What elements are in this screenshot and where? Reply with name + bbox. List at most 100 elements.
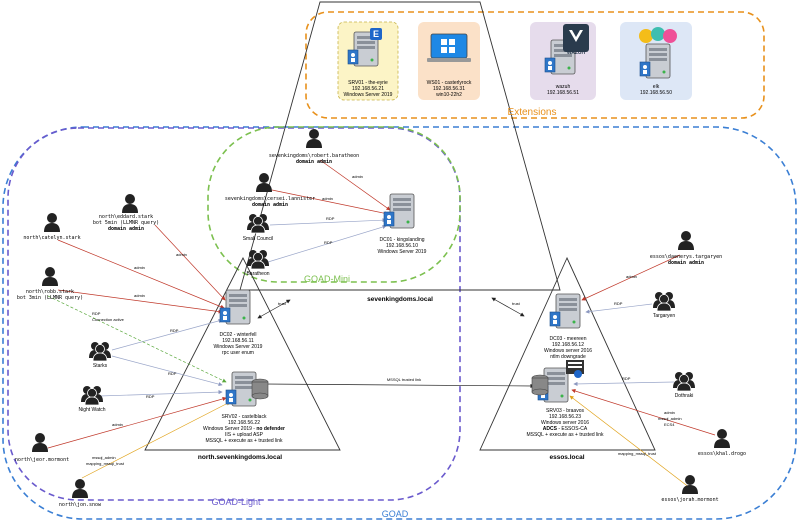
ws01-line1: WS01 - casterlyrock [427,80,472,86]
srv02-line2: 192.168.56.22 [228,420,260,426]
edge-mssql-trusted-link [263,381,535,389]
srv02-line3: Windows Server 2019 - no defender [203,426,285,432]
dc02-line4: rpc user enum [222,350,254,356]
srv01-line1: SRV01 - the-eyrie [348,80,388,86]
edge-label-jon-mapping: mapping_mssql_trust [86,461,125,466]
dc02-line1: DC02 - winterfell [220,332,257,338]
eddard-user-icon [122,194,138,213]
extensions-title: Extensions [508,107,557,118]
edge-catelyn-dc02 [57,239,225,309]
dc03-line3: Windows server 2016 [544,348,592,354]
jeor-name: north\jeor.mormont [15,457,69,463]
dothraki-label: Dothraki [675,393,694,399]
daenerys-user-icon [678,231,694,250]
dc03-line4: ntlm downgrade [550,354,586,360]
robb-user-icon [42,267,58,286]
jeor-user-icon [32,433,48,452]
cersei-name: sevenkingdoms\cersei.lannister [225,196,315,202]
edge-label-dothraki-rdp: RDP [622,376,631,381]
dc03-line2: 192.168.56.12 [552,342,584,348]
svg-text:E: E [373,29,379,39]
srv03-line3: Windows server 2016 [541,420,589,426]
edge-trust-sk-north [257,299,291,319]
srv02-server-icon [225,371,269,407]
srv03-line5: MSSQL + execute as + trusted link [526,432,604,438]
edge-jeor-srv02 [47,396,227,449]
dc02-line2: 192.168.56.11 [222,338,254,344]
elk-line2: 192.168.56.50 [640,90,672,96]
khal-user-icon [714,429,730,448]
goad-label: GOAD [382,509,409,519]
small-council-group-icon [246,213,270,234]
edge-label-smallcouncil-rdp: RDP [326,216,335,221]
daenerys-name: essos\daenerys.targaryen [650,254,722,260]
ws01-line3: win10-22h2 [436,92,462,98]
night-watch-label: Night Watch [78,407,105,413]
edge-label-robert-admin: admin [352,174,363,179]
edge-dothraki-srv03 [573,381,675,387]
goad-mini-zone-border [207,126,461,283]
edge-label-targaryen-rdp: RDP [614,301,623,306]
robb-name: north\robb.stark [26,289,74,295]
edge-robb-dc02 [57,289,223,314]
dc01-line3: Windows Server 2019 [378,249,427,255]
srv02-line5: MSSQL + execute as + trusted link [205,438,283,444]
khal-name: essos\khal.drogo [698,451,746,457]
cersei-role: domain admin [252,202,288,208]
srv03-line4: ADCS - ESSOS-CA [543,426,588,432]
srv03-line1: SRV03 - braavos [546,408,584,414]
baratheon-group-icon [246,249,270,270]
edge-label-cersei-admin: admin [322,196,333,201]
goad-light-label: GOAD-Light [211,497,261,507]
edge-khal-srv03 [571,389,716,436]
edge-baratheon-dc01 [267,225,387,263]
edge-label-trust-north: trust [278,301,287,306]
edge-label-robb-rdp: RDP [92,311,101,316]
dc01-server-icon [383,193,415,229]
edge-label-robb-admin: admin [134,293,145,298]
edge-jorah-srv03 [569,395,691,489]
edge-eddard-dc02 [154,224,226,301]
essos-domain-label: essos.local [549,454,584,461]
daenerys-role: domain admin [668,260,704,266]
edge-label-trust-essos: trust [512,301,521,306]
robb-line2: bot 3min (LLMNR query) [17,295,83,301]
ws01-line2: 192.168.56.31 [433,86,465,92]
jorah-name: essos\jorah.mormont [661,497,718,503]
dc02-line3: Windows Server 2019 [214,344,263,350]
srv02-line4: IIS + upload ASP [225,432,264,438]
catelyn-user-icon [44,213,60,232]
targaryen-label: Targaryen [653,313,675,319]
edge-label-jon-mssql-admin: mssql_admin [92,455,116,460]
srv03-line4b: - ESSOS-CA [557,426,588,432]
srv02-line1: SRV02 - castelblack [222,414,267,420]
dothraki-group-icon [672,371,696,392]
wazuh-server-icon [544,24,589,75]
dc03-line1: DC03 - meereen [550,336,587,342]
eddard-name: north\eddard.stark [99,214,153,220]
srv03-line4a: ADCS [543,426,558,432]
baratheon-label: Baratheon [246,271,269,277]
srv03-server-icon [531,360,584,403]
dc03-server-icon [549,293,581,329]
sevenkingdoms-domain-label: sevenkingdoms.local [367,296,433,303]
wazuh-logo-text: WAZUH [567,50,586,56]
edge-cersei-dc01 [271,189,389,216]
edge-label-khal-ecs: ECS4 [664,422,675,427]
small-council-label: Small Council [243,236,274,242]
eddard-line2: bot 5min (LLMNR query) [93,220,159,226]
edge-label-starks-rdp-dc02: RDP [170,328,179,333]
srv01-server-icon: E [347,28,382,67]
edge-label-jeor-admin: admin [112,422,123,427]
goad-light-zone-border [7,127,461,501]
edge-trust-sk-essos [491,297,525,317]
edge-daenerys-dc03 [581,254,681,301]
dc01-line2: 192.168.56.10 [386,243,418,249]
srv02-line3a: Windows Server 2019 - [203,426,256,432]
goad-mini-label: GOAD-Mini [304,274,350,284]
edge-robb-srv02-connection [47,295,227,383]
edge-nightwatch-srv02 [99,390,223,397]
edge-label-robb-connection: Connection active [92,317,125,322]
edge-label-daenerys-admin: admin [626,274,637,279]
